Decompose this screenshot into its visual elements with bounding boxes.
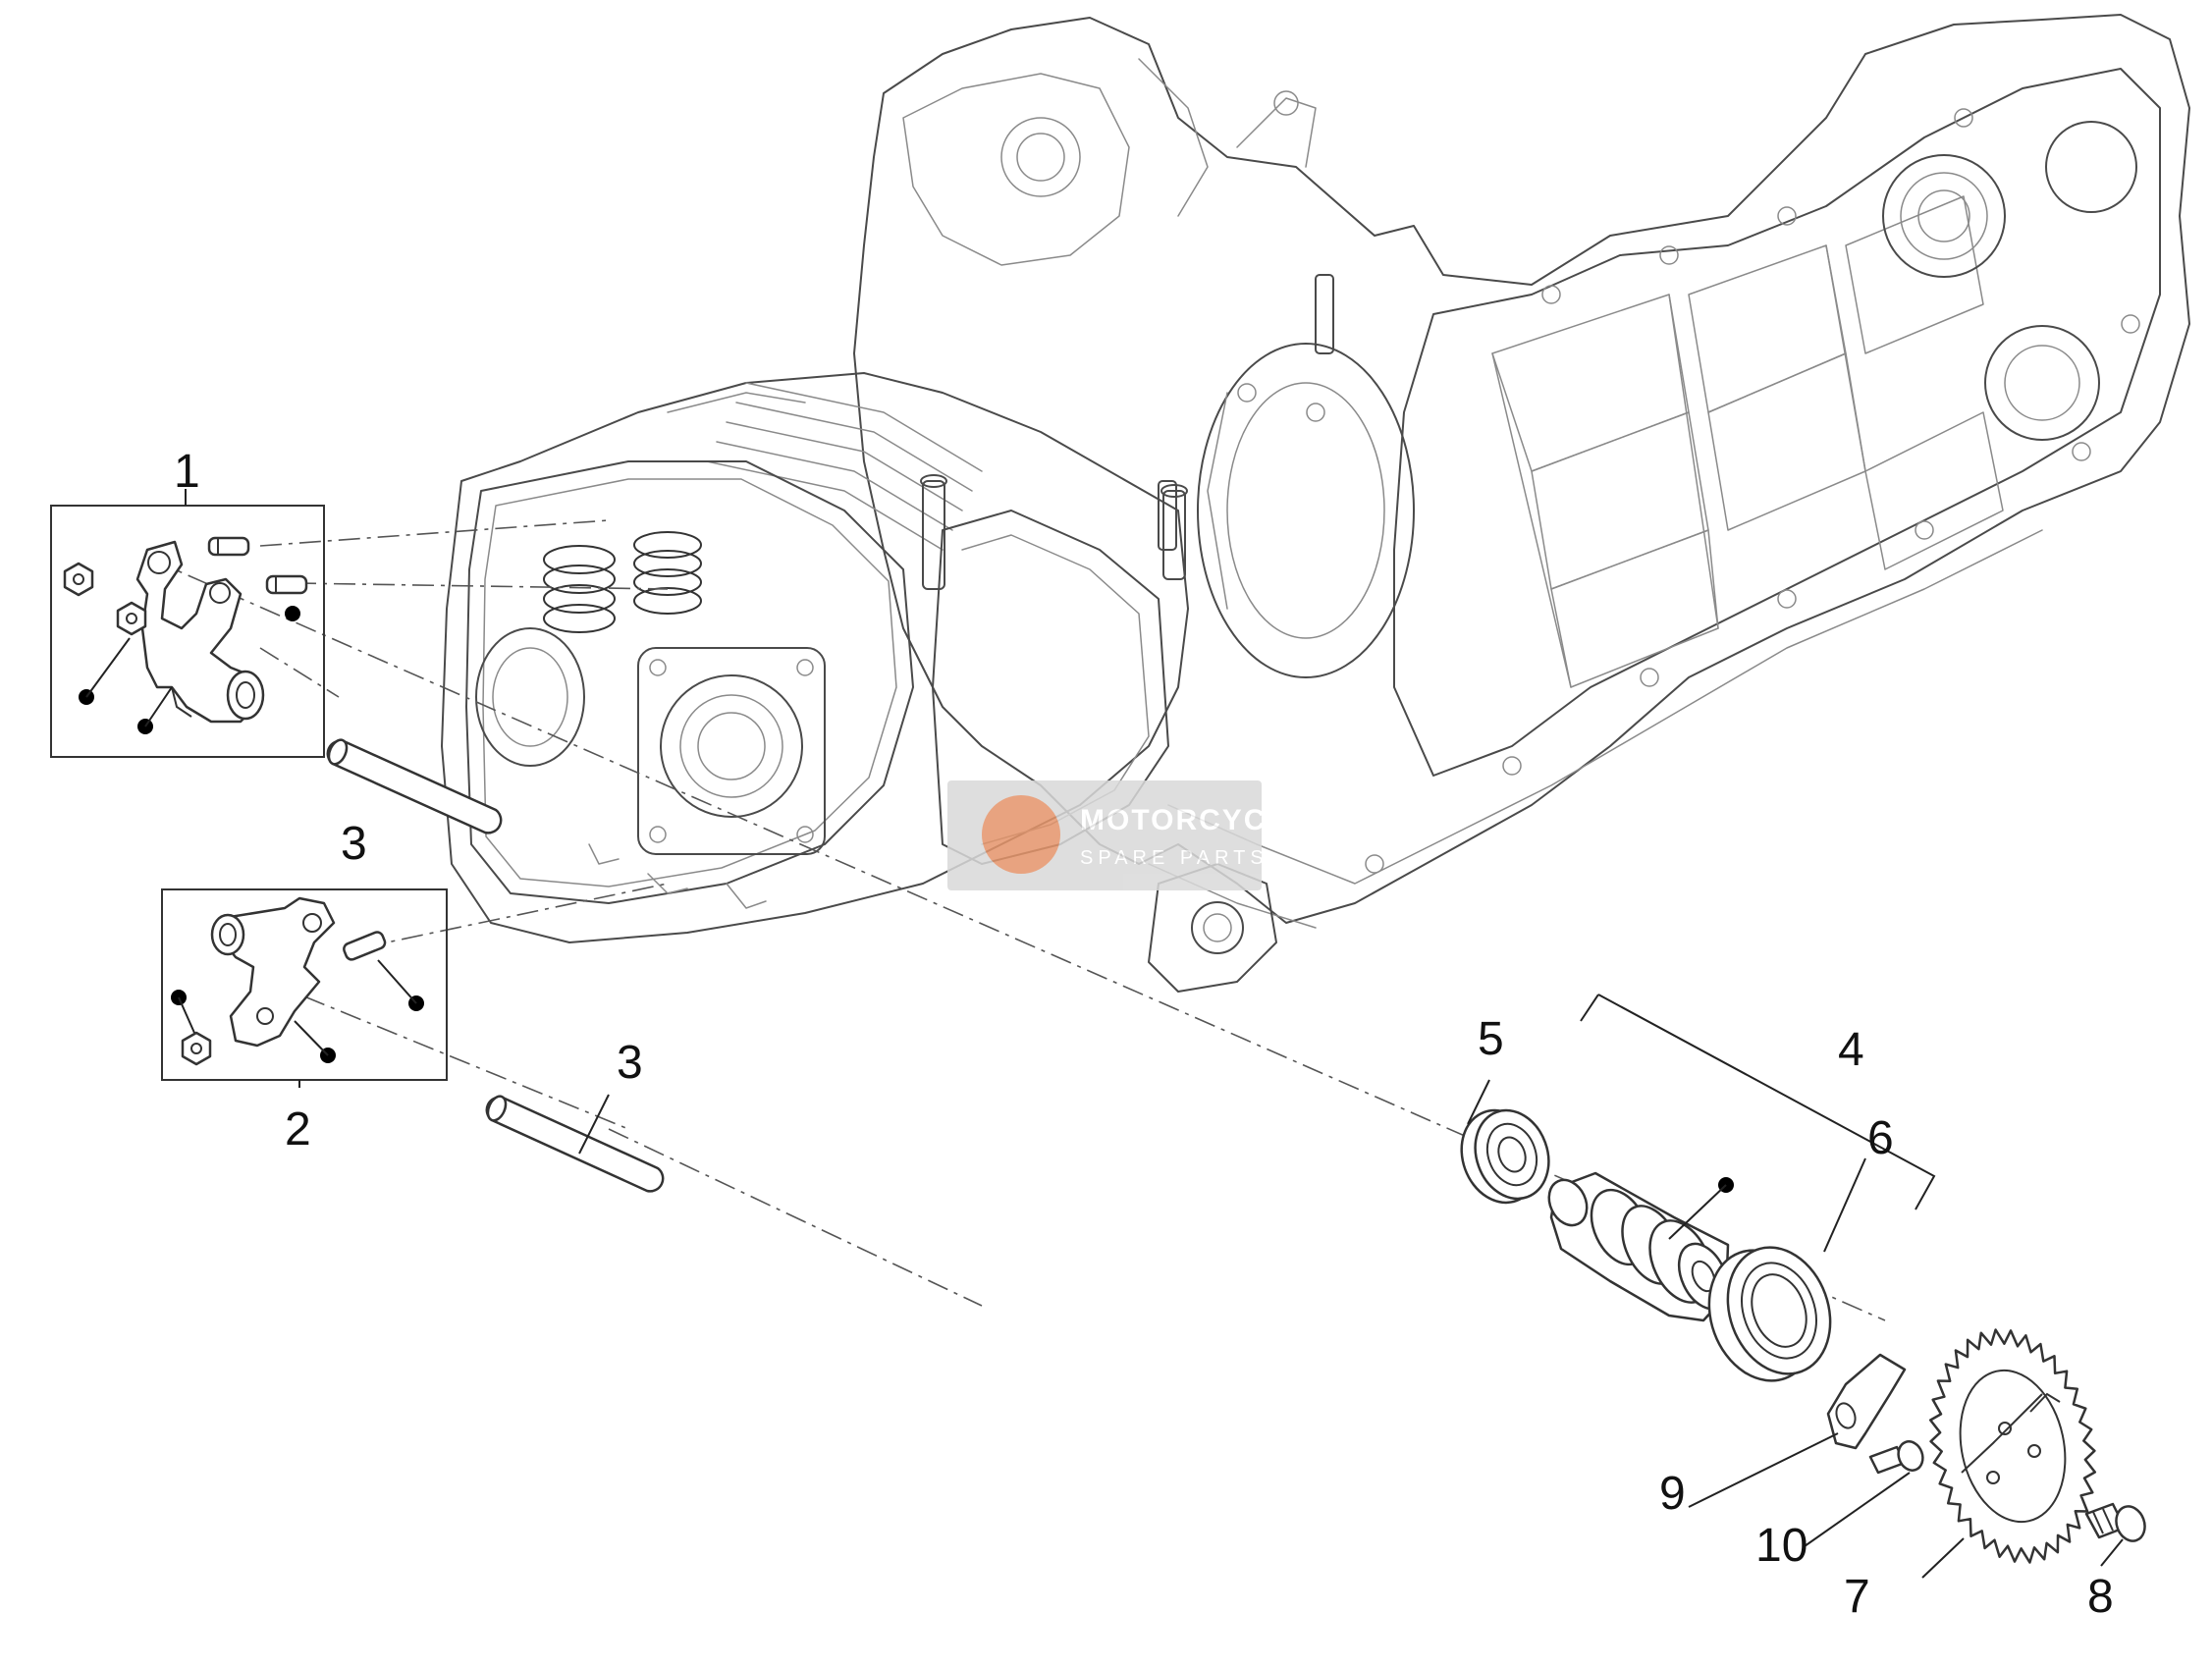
rocker-arm-2 (222, 896, 336, 1048)
rocker-shaft-upper (326, 738, 503, 834)
bearing-5 (1460, 1108, 1550, 1205)
rocker-arm-2-group (161, 888, 448, 1081)
callout-1: 1 (174, 446, 200, 498)
adjuster-screw-1a (207, 536, 250, 557)
valve-spring-b (633, 531, 702, 615)
callout-labels: 1 2 3 3 4 5 6 7 8 9 10 (174, 446, 2114, 1623)
camshaft (1547, 1171, 1734, 1322)
callout-8: 8 (2087, 1571, 2114, 1623)
timing-sprocket-7 (1928, 1328, 2097, 1564)
nut-1a (63, 562, 94, 597)
kit-dot-1a (285, 606, 300, 621)
engine-crankcase-drawing (853, 14, 2190, 929)
screw-10 (1868, 1440, 1924, 1475)
callout-3-lower: 3 (617, 1037, 643, 1089)
callout-9: 9 (1659, 1468, 1686, 1520)
rocker-arm-1-group (50, 505, 325, 758)
cylinder-head-drawing (441, 372, 1277, 993)
callout-7: 7 (1844, 1571, 1870, 1623)
watermark: MOTORCYCLE SPARE PARTS (947, 780, 1309, 890)
rocker-arm-1 (135, 540, 262, 724)
nut-2 (181, 1031, 212, 1066)
valve-spring-a (543, 545, 616, 633)
watermark-title: MOTORCYCLE (1080, 804, 1309, 836)
callout-leaders (185, 489, 2124, 1579)
callout-2: 2 (285, 1103, 311, 1156)
callout-4: 4 (1838, 1024, 1864, 1076)
watermark-subtitle: SPARE PARTS (1080, 847, 1268, 869)
callout-10: 10 (1755, 1520, 1807, 1572)
retaining-plate-9 (1826, 1353, 1907, 1450)
adjuster-screw-1b (265, 574, 308, 595)
nut-1b (116, 601, 147, 636)
bearing-6 (1707, 1246, 1832, 1382)
screw-8 (2084, 1502, 2146, 1542)
rocker-arm-1-box (50, 505, 325, 758)
callout-3-upper: 3 (341, 818, 367, 870)
callout-5: 5 (1478, 1013, 1504, 1065)
adjuster-screw-2 (343, 931, 387, 961)
callout-6: 6 (1867, 1112, 1894, 1164)
group-4-bracket (1597, 994, 1936, 1210)
rocker-arm-2-box (161, 888, 448, 1081)
rocker-shaft-lower (485, 1095, 665, 1193)
